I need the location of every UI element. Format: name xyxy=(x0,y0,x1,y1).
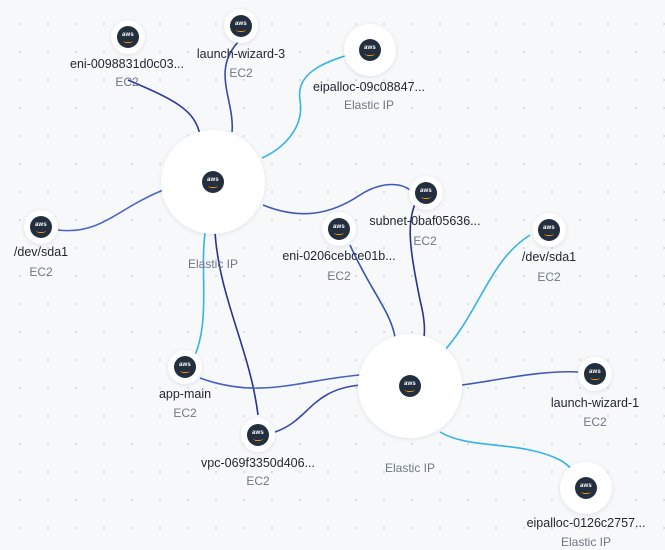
aws-logo-icon: aws xyxy=(328,218,350,240)
node-name: subnet-0baf05636... xyxy=(369,214,481,228)
node-name: eipalloc-0126c2757... xyxy=(526,516,646,530)
aws-logo-icon: aws xyxy=(575,477,597,499)
resource-node[interactable]: aws xyxy=(241,418,275,452)
node-type: EC2 xyxy=(229,66,253,80)
node-type: Elastic IP xyxy=(343,98,395,112)
edge xyxy=(214,232,259,416)
node-name: /dev/sda1 xyxy=(13,245,69,259)
resource-node[interactable]: aws xyxy=(532,213,566,247)
edge xyxy=(461,370,581,386)
node-name: eni-0206cebce01b... xyxy=(282,249,396,263)
resource-node[interactable]: aws xyxy=(224,9,258,43)
resource-node[interactable]: aws xyxy=(409,176,443,210)
node-type: Elastic IP xyxy=(560,535,612,549)
aws-logo-icon: aws xyxy=(202,171,224,193)
aws-logo-icon: aws xyxy=(584,363,606,385)
resource-node[interactable]: aws xyxy=(322,212,356,246)
node-type: EC2 xyxy=(115,75,139,89)
node-name: eipalloc-09c08847... xyxy=(313,80,425,94)
edge xyxy=(199,374,361,389)
resource-node[interactable]: aws xyxy=(24,210,58,244)
node-name: launch-wizard-3 xyxy=(196,47,286,61)
edge xyxy=(262,183,411,215)
node-type: EC2 xyxy=(173,406,197,420)
aws-logo-icon: aws xyxy=(538,219,560,241)
aws-logo-icon: aws xyxy=(117,26,139,48)
edge xyxy=(349,244,396,338)
edge xyxy=(57,189,164,232)
resource-node[interactable]: aws xyxy=(560,462,612,514)
hub-type-label: Elastic IP xyxy=(384,461,436,475)
edge xyxy=(409,197,426,338)
node-name: eni-0098831d0c03... xyxy=(70,57,184,71)
node-type: EC2 xyxy=(537,270,561,284)
node-type: EC2 xyxy=(246,474,270,488)
elastic-ip-hub[interactable]: aws xyxy=(358,334,462,438)
aws-logo-icon: aws xyxy=(399,375,421,397)
edge xyxy=(261,49,366,159)
aws-logo-icon: aws xyxy=(174,356,196,378)
resource-node[interactable]: aws xyxy=(168,350,202,384)
node-type: EC2 xyxy=(29,265,53,279)
aws-logo-icon: aws xyxy=(415,182,437,204)
aws-logo-icon: aws xyxy=(247,424,269,446)
aws-logo-icon: aws xyxy=(359,39,381,61)
node-name: /dev/sda1 xyxy=(521,250,577,264)
node-name: app-main xyxy=(158,387,212,401)
node-type: EC2 xyxy=(413,234,437,248)
edge xyxy=(439,431,579,479)
resource-node[interactable]: aws xyxy=(344,24,396,76)
edge xyxy=(274,384,361,433)
aws-logo-icon: aws xyxy=(30,216,52,238)
resource-node[interactable]: aws xyxy=(111,20,145,54)
aws-logo-icon: aws xyxy=(230,15,252,37)
node-type: EC2 xyxy=(327,269,351,283)
edge xyxy=(224,39,241,133)
edge xyxy=(444,234,531,351)
elastic-ip-hub[interactable]: aws xyxy=(161,130,265,234)
edge xyxy=(194,232,206,356)
node-name: vpc-069f3350d406... xyxy=(201,456,315,470)
node-name: launch-wizard-1 xyxy=(550,396,640,410)
node-type: EC2 xyxy=(583,415,607,429)
resource-node[interactable]: aws xyxy=(578,357,612,391)
hub-type-label: Elastic IP xyxy=(187,257,239,271)
edge xyxy=(127,79,201,136)
